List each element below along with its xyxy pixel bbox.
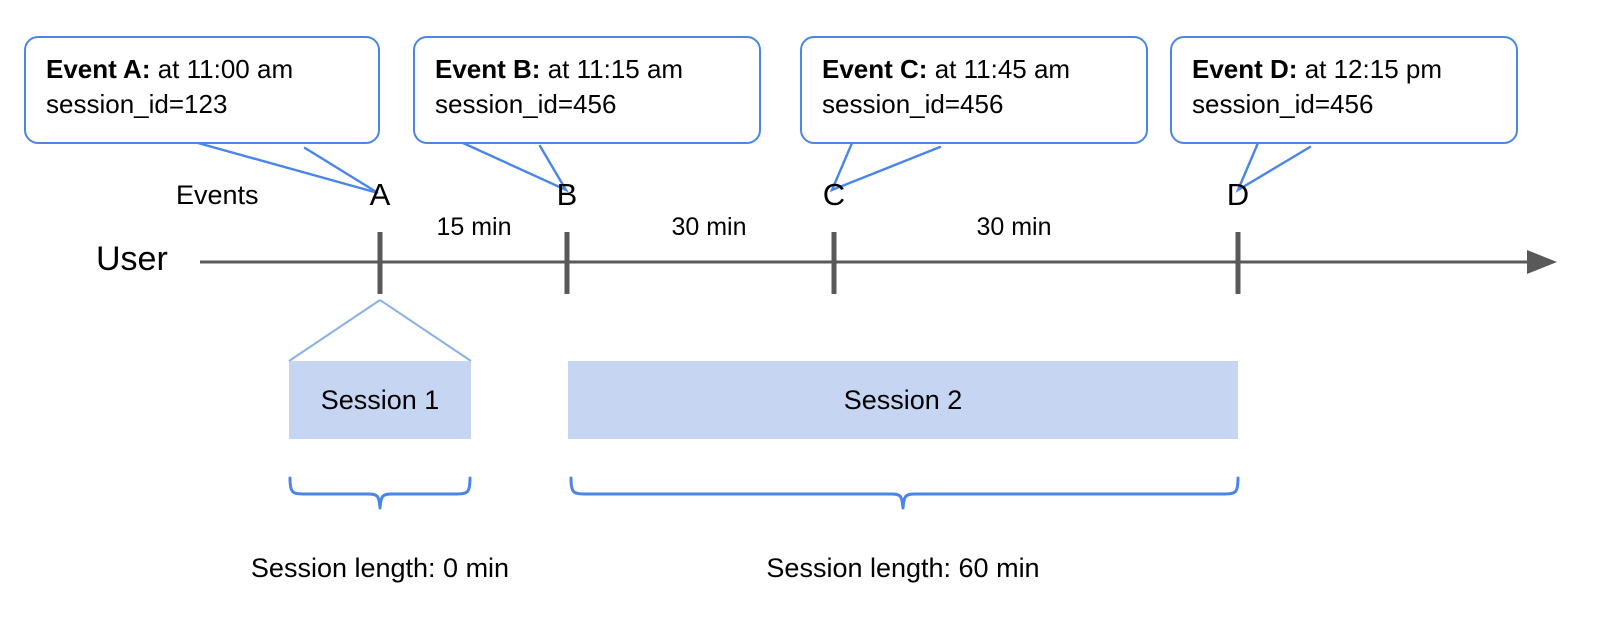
- callout-d-event-time: at 12:15 pm: [1297, 54, 1443, 84]
- session-1-brace: [288, 476, 472, 510]
- session-1-funnel: [288, 299, 472, 362]
- event-letter-d: D: [1226, 177, 1250, 212]
- callout-c-session-id: session_id=456: [822, 88, 1004, 119]
- session-bar-1[interactable]: Session 1: [289, 361, 471, 439]
- callout-a-session-id: session_id=123: [46, 88, 228, 119]
- session-1-length-caption: Session length: 0 min: [250, 553, 510, 583]
- callout-a-event-time: at 11:00 am: [150, 54, 294, 84]
- callout-event-b[interactable]: Event B: at 11:15 am session_id=456: [413, 36, 761, 144]
- callout-tail-b: [461, 141, 569, 193]
- callout-b-event-name: Event B:: [435, 54, 541, 84]
- callout-tail-c: [829, 141, 942, 193]
- events-row-label: Events: [176, 180, 259, 210]
- session-bar-2[interactable]: Session 2: [568, 361, 1238, 439]
- event-letter-c: C: [822, 177, 846, 212]
- callout-b-session-id: session_id=456: [435, 88, 617, 119]
- callout-event-c[interactable]: Event C: at 11:45 am session_id=456: [800, 36, 1148, 144]
- callout-a-event-name: Event A:: [46, 54, 151, 84]
- gap-label-c-d: 30 min: [976, 213, 1052, 241]
- session-2-length-caption: Session length: 60 min: [766, 553, 1040, 583]
- callout-d-event-name: Event D:: [1192, 54, 1298, 84]
- gap-label-b-c: 30 min: [671, 213, 747, 241]
- session-2-brace: [569, 476, 1240, 510]
- callout-event-a[interactable]: Event A: at 11:00 am session_id=123: [24, 36, 380, 144]
- event-letter-b: B: [556, 177, 578, 212]
- callout-event-d[interactable]: Event D: at 12:15 pm session_id=456: [1170, 36, 1518, 144]
- callout-b-event-time: at 11:15 am: [540, 54, 684, 84]
- callout-d-session-id: session_id=456: [1192, 88, 1374, 119]
- callout-c-event-name: Event C:: [822, 54, 928, 84]
- session-bar-1-label: Session 1: [320, 384, 440, 415]
- event-letter-a: A: [369, 177, 391, 212]
- user-row-label: User: [96, 240, 168, 278]
- callout-c-event-time: at 11:45 am: [927, 54, 1071, 84]
- session-bar-2-label: Session 2: [843, 384, 963, 415]
- gap-label-a-b: 15 min: [436, 213, 512, 241]
